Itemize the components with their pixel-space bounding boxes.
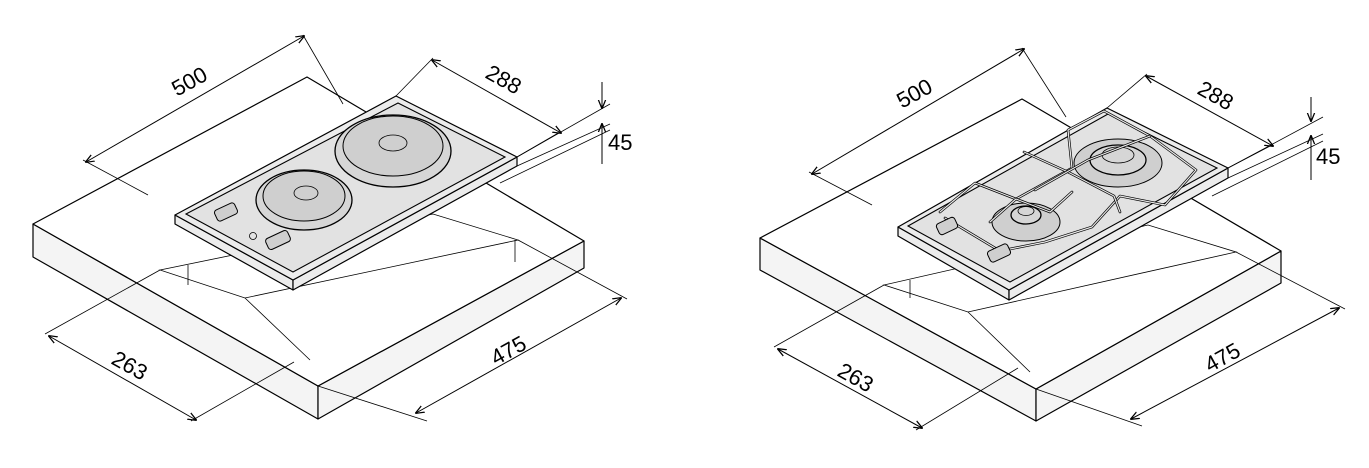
right-height-label: 45 bbox=[1316, 144, 1340, 169]
left-height-label: 45 bbox=[608, 130, 632, 155]
left-cutout-depth-label: 263 bbox=[108, 346, 152, 386]
right-depth-label: 288 bbox=[1194, 76, 1238, 116]
electric-hob-drawing: 500 288 45 263 475 bbox=[32, 35, 632, 422]
right-cutout-width-label: 475 bbox=[1200, 338, 1244, 378]
indicator-light bbox=[249, 232, 257, 240]
left-depth-label: 288 bbox=[482, 60, 526, 100]
right-width-label: 500 bbox=[892, 74, 936, 114]
right-cutout-depth-label: 263 bbox=[834, 358, 878, 398]
gas-hob-drawing: 500 288 45 263 475 bbox=[759, 48, 1346, 431]
left-knob-1 bbox=[213, 202, 239, 222]
right-knob-1 bbox=[935, 216, 959, 236]
left-cutout-width-label: 475 bbox=[486, 331, 530, 371]
left-hob-body bbox=[174, 95, 518, 291]
left-knob-2 bbox=[265, 229, 291, 251]
pan-support-grate bbox=[938, 109, 1198, 253]
left-width-label: 500 bbox=[167, 62, 211, 102]
right-hob-body bbox=[897, 107, 1229, 301]
right-knob-2 bbox=[986, 243, 1012, 263]
